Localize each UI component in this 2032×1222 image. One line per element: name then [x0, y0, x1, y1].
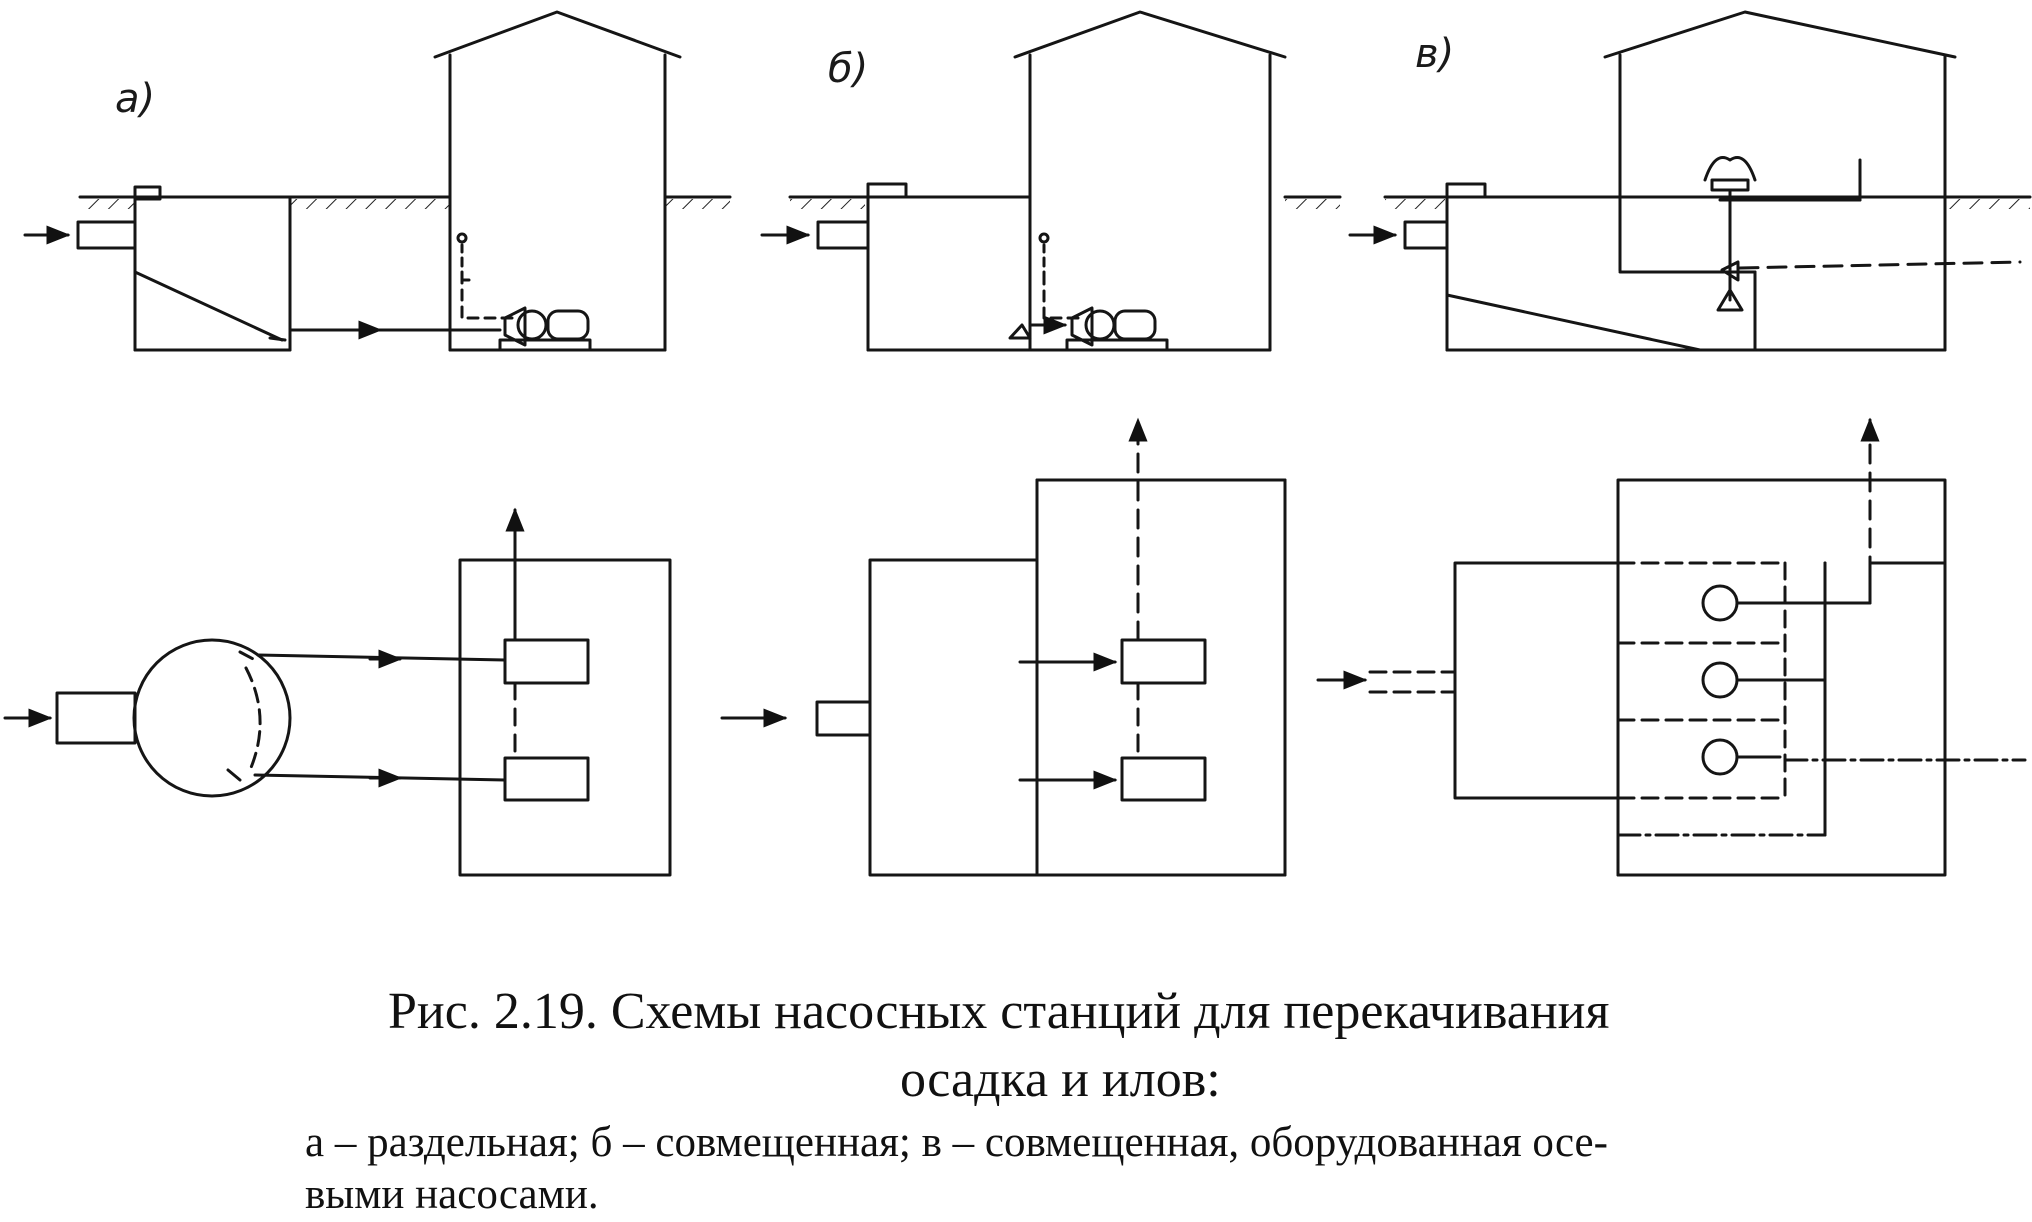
- panel-a-plan: [3, 507, 672, 877]
- caption-title-line-2: осадка и илов:: [900, 1051, 1221, 1108]
- caption-title-line-1: Рис. 2.19. Схемы насосных станций для пе…: [388, 983, 1610, 1040]
- caption-legend-line-1: а – раздельная; б – совмещенная; в – сов…: [305, 1119, 1608, 1166]
- panel-label-c: в): [1415, 31, 1454, 77]
- panel-b-plan: [720, 417, 1287, 877]
- panel-label-a: а): [115, 76, 155, 122]
- panel-b-section: [760, 10, 1342, 352]
- panel-label-b: б): [828, 46, 868, 92]
- panel-a-section: [23, 10, 732, 352]
- caption-legend-line-2: выми насосами.: [305, 1171, 599, 1218]
- panel-c-section: [1348, 10, 2032, 352]
- panel-c-plan: [1316, 417, 2027, 877]
